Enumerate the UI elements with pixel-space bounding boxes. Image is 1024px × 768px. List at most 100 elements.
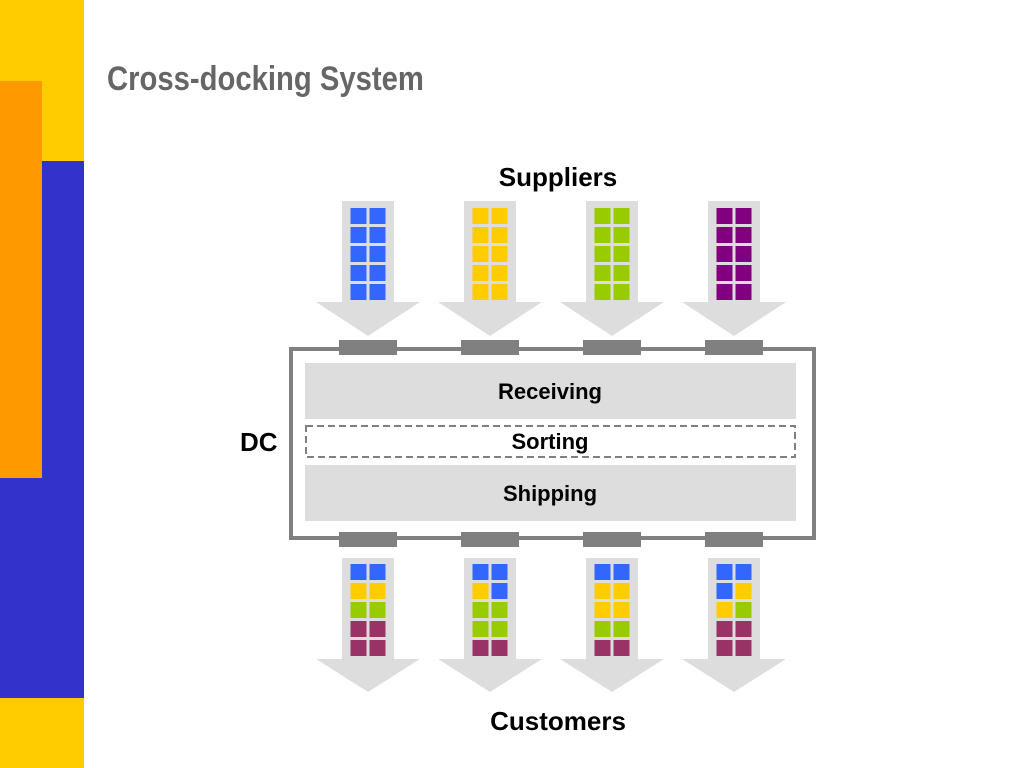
customers-label: Customers — [490, 706, 626, 736]
dock-door — [583, 340, 641, 355]
package-box — [735, 564, 752, 580]
package-box — [350, 583, 367, 599]
package-box — [716, 621, 733, 637]
package-box — [613, 564, 630, 580]
down-arrow-shape — [316, 558, 420, 692]
dock-door — [705, 532, 763, 547]
supplier-2-arrow — [438, 201, 542, 336]
package-box — [594, 602, 611, 618]
dc-label: DC — [240, 427, 278, 457]
dock-door — [339, 340, 397, 355]
package-box — [716, 246, 733, 262]
down-arrow-shape — [560, 558, 664, 692]
package-box — [491, 621, 508, 637]
package-box — [472, 284, 489, 300]
receiving-area — [305, 363, 796, 419]
receiving-label: Receiving — [498, 379, 602, 404]
package-box — [350, 602, 367, 618]
package-box — [594, 284, 611, 300]
package-box — [472, 246, 489, 262]
package-box — [613, 208, 630, 224]
package-box — [472, 265, 489, 281]
package-box — [735, 265, 752, 281]
customer-3-arrow — [560, 558, 664, 692]
down-arrow-shape — [438, 201, 542, 336]
package-box — [350, 621, 367, 637]
package-box — [594, 265, 611, 281]
package-box — [472, 227, 489, 243]
down-arrow-shape — [438, 558, 542, 692]
package-box — [716, 583, 733, 599]
slide-title: Cross-docking System — [107, 60, 424, 98]
package-box — [735, 640, 752, 656]
package-box — [491, 265, 508, 281]
decor-band-orange — [0, 81, 42, 478]
sorting-area — [305, 425, 796, 458]
package-box — [472, 208, 489, 224]
dock-door — [461, 532, 519, 547]
supplier-4-arrow — [682, 201, 786, 336]
package-box — [472, 621, 489, 637]
shipping-area — [305, 465, 796, 521]
package-box — [613, 227, 630, 243]
package-box — [491, 246, 508, 262]
supplier-arrows — [316, 201, 786, 336]
package-box — [491, 208, 508, 224]
package-box — [491, 227, 508, 243]
package-box — [716, 227, 733, 243]
package-box — [472, 640, 489, 656]
customer-1-arrow — [316, 558, 420, 692]
sorting-label: Sorting — [511, 429, 589, 454]
down-arrow-shape — [316, 201, 420, 336]
package-box — [369, 284, 386, 300]
package-box — [472, 602, 489, 618]
dock-door — [461, 340, 519, 355]
package-box — [369, 640, 386, 656]
package-box — [350, 227, 367, 243]
dock-door — [583, 532, 641, 547]
package-box — [613, 284, 630, 300]
package-box — [594, 640, 611, 656]
supplier-1-arrow — [316, 201, 420, 336]
package-box — [613, 246, 630, 262]
supplier-3-arrow — [560, 201, 664, 336]
package-box — [716, 208, 733, 224]
package-box — [716, 602, 733, 618]
package-box — [613, 640, 630, 656]
dock-door — [705, 340, 763, 355]
package-box — [350, 246, 367, 262]
package-box — [369, 621, 386, 637]
package-box — [594, 227, 611, 243]
customer-4-arrow — [682, 558, 786, 692]
dock-doors-top — [339, 340, 763, 355]
package-box — [594, 564, 611, 580]
down-arrow-shape — [682, 201, 786, 336]
package-box — [350, 208, 367, 224]
package-box — [491, 284, 508, 300]
package-box — [716, 265, 733, 281]
package-box — [735, 208, 752, 224]
package-box — [735, 583, 752, 599]
package-box — [491, 583, 508, 599]
customer-2-arrow — [438, 558, 542, 692]
down-arrow-shape — [682, 558, 786, 692]
package-box — [594, 583, 611, 599]
package-box — [350, 640, 367, 656]
package-box — [491, 602, 508, 618]
package-box — [350, 564, 367, 580]
package-box — [735, 621, 752, 637]
package-box — [491, 640, 508, 656]
package-box — [735, 227, 752, 243]
package-box — [472, 564, 489, 580]
dock-door — [339, 532, 397, 547]
package-box — [369, 208, 386, 224]
package-box — [716, 640, 733, 656]
package-box — [491, 564, 508, 580]
package-box — [613, 265, 630, 281]
package-box — [735, 284, 752, 300]
package-box — [369, 246, 386, 262]
down-arrow-shape — [560, 201, 664, 336]
package-box — [594, 621, 611, 637]
package-box — [735, 246, 752, 262]
